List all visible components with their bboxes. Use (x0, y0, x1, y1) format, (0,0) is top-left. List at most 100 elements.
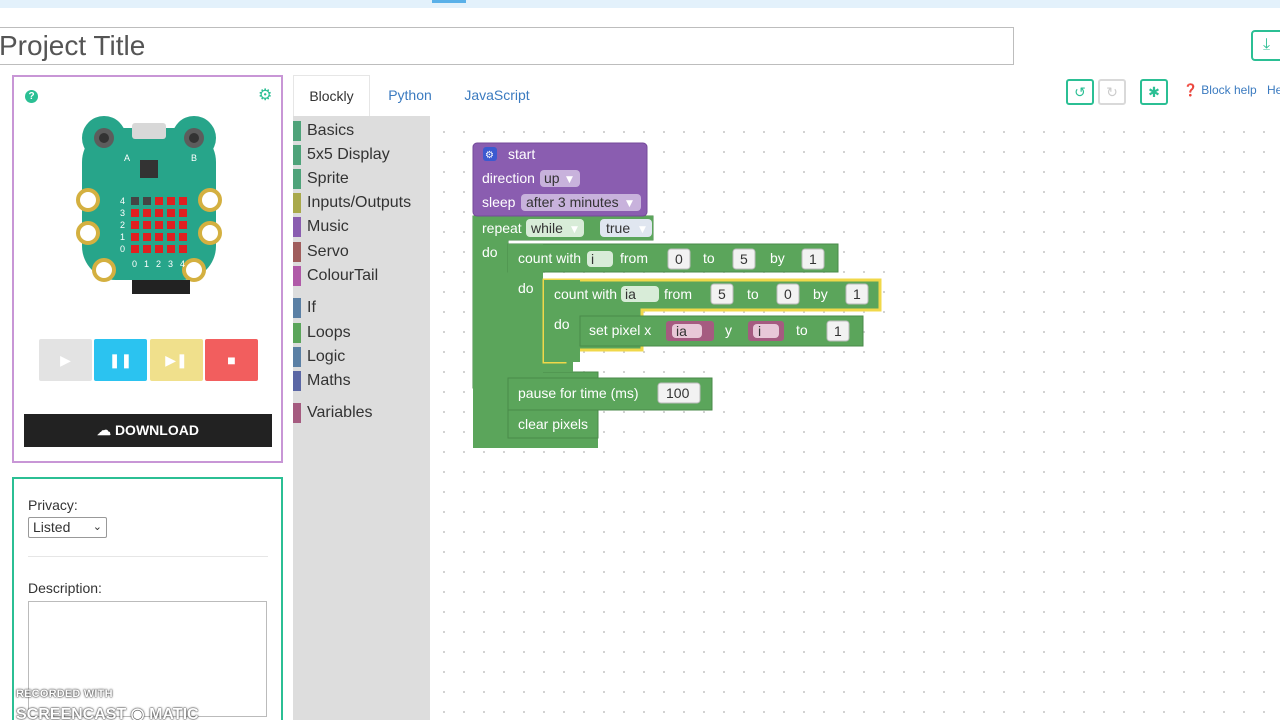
set-pixel-label: set pixel x (589, 322, 651, 338)
led-pixel (143, 245, 151, 253)
toolbox-music[interactable]: Music (293, 217, 349, 237)
gear-icon[interactable]: ⚙ (258, 87, 273, 104)
count-outer-var[interactable]: i (591, 251, 594, 267)
led-pixel (131, 233, 139, 241)
tab-blockly[interactable]: Blockly (293, 75, 370, 116)
svg-text:0: 0 (132, 259, 137, 269)
svg-text:to: to (747, 286, 759, 302)
project-title-input[interactable] (0, 27, 1014, 65)
undo-button[interactable]: ↺ (1066, 79, 1094, 105)
direction-dropdown[interactable]: up (544, 170, 560, 186)
play-button[interactable]: ▶ (39, 339, 92, 381)
svg-text:1: 1 (144, 259, 149, 269)
svg-text:do: do (518, 280, 534, 296)
toolbox-basics[interactable]: Basics (293, 121, 354, 141)
privacy-select[interactable]: Listed ⌄ (28, 517, 107, 538)
pause-label: pause for time (ms) (518, 385, 639, 401)
count-outer-to[interactable]: 5 (740, 251, 748, 267)
svg-text:do: do (554, 316, 570, 332)
led-pixel (167, 209, 175, 217)
description-textarea[interactable] (28, 601, 267, 717)
led-column-labels: 0 1 2 3 4 (132, 259, 185, 269)
device-simulator[interactable]: A B 4 3 2 1 0 0 1 2 3 4 (76, 112, 222, 297)
svg-text:4: 4 (120, 196, 125, 206)
set-pixel-x-var[interactable]: ia (676, 323, 687, 339)
count-inner-by[interactable]: 1 (853, 286, 861, 302)
led-pixel (131, 221, 139, 229)
toolbox-variables[interactable]: Variables (293, 403, 373, 423)
svg-text:1: 1 (120, 232, 125, 242)
download-button[interactable]: ☁ DOWNLOAD (24, 414, 272, 447)
count-inner-var[interactable]: ia (625, 286, 636, 302)
blockly-workspace[interactable]: repeat while ▼ true ▼ do count with i fr… (430, 116, 1280, 720)
led-pixel (167, 233, 175, 241)
stop-button[interactable]: ■ (205, 339, 258, 381)
top-nav-bar (0, 0, 1280, 8)
privacy-value: Listed (33, 519, 71, 535)
help-icon[interactable]: ? (25, 90, 38, 103)
debug-button[interactable]: ✱ (1140, 79, 1168, 105)
simulator-panel: ? ⚙ A B 4 3 2 1 0 0 (12, 75, 283, 463)
count-outer-by[interactable]: 1 (809, 251, 817, 267)
toolbox-maths[interactable]: Maths (293, 371, 351, 391)
svg-text:to: to (796, 322, 808, 338)
toolbox-sprite[interactable]: Sprite (293, 169, 349, 189)
toolbox-inputs-outputs[interactable]: Inputs/Outputs (293, 193, 411, 213)
count-outer-from[interactable]: 0 (675, 251, 683, 267)
description-label: Description: (28, 580, 102, 596)
toolbox-logic[interactable]: Logic (293, 347, 345, 367)
led-pixel (155, 197, 163, 205)
sleep-dropdown[interactable]: after 3 minutes (526, 194, 619, 210)
pause-button[interactable]: ❚❚ (94, 339, 147, 381)
pause-value[interactable]: 100 (666, 385, 690, 401)
toolbox-colourtail[interactable]: ColourTail (293, 266, 378, 286)
set-pixel-to[interactable]: 1 (834, 323, 842, 339)
svg-text:by: by (813, 286, 828, 302)
led-pixel (155, 221, 163, 229)
repeat-do-label: do (482, 244, 498, 260)
led-pixel (131, 209, 139, 217)
help-link[interactable]: He (1267, 83, 1280, 97)
count-inner-from[interactable]: 5 (718, 286, 726, 302)
chevron-down-icon: ⌄ (92, 521, 102, 533)
set-pixel-y-var[interactable]: i (758, 323, 761, 339)
svg-text:3: 3 (168, 259, 173, 269)
svg-text:2: 2 (120, 220, 125, 230)
save-project-button[interactable]: ⤓ (1251, 30, 1280, 61)
tab-javascript[interactable]: JavaScript (464, 87, 530, 103)
repeat-mode-dropdown[interactable]: while (530, 220, 563, 236)
svg-text:▼: ▼ (571, 225, 578, 235)
svg-text:y: y (725, 322, 732, 338)
step-button[interactable]: ▶❚ (150, 339, 203, 381)
led-pixel (179, 221, 187, 229)
led-pixel (131, 245, 139, 253)
count-outer-label: count with (518, 250, 581, 266)
repeat-condition-dropdown[interactable]: true (606, 220, 630, 236)
set-pixel-block[interactable]: set pixel x ia y i to 1 (579, 315, 864, 347)
svg-text:2: 2 (156, 259, 161, 269)
toolbox-if[interactable]: If (293, 298, 316, 318)
svg-text:▼: ▼ (639, 225, 646, 235)
button-a-label: A (124, 153, 130, 163)
repeat-block[interactable]: repeat while ▼ true ▼ do (472, 215, 654, 448)
divider (28, 556, 268, 557)
repeat-label: repeat (482, 220, 522, 236)
question-circle-icon: ❓ (1183, 83, 1198, 97)
watermark-line1: RECORDED WITH (16, 688, 113, 700)
svg-text:by: by (770, 250, 785, 266)
led-pixel (143, 197, 151, 205)
undo-icon: ↺ (1074, 84, 1086, 100)
top-nav-active-indicator (432, 0, 466, 3)
start-block[interactable]: ⚙ start direction up ▼ sleep after 3 min… (472, 142, 648, 217)
led-row-labels: 4 3 2 1 0 (120, 196, 125, 254)
clear-pixels-block[interactable]: clear pixels (507, 409, 599, 439)
pause-block[interactable]: pause for time (ms) 100 (507, 377, 713, 411)
tab-python[interactable]: Python (388, 87, 432, 103)
toolbox-servo[interactable]: Servo (293, 242, 349, 262)
redo-button[interactable]: ↻ (1098, 79, 1126, 105)
count-inner-to[interactable]: 0 (784, 286, 792, 302)
toolbox-loops[interactable]: Loops (293, 323, 351, 343)
block-help-link[interactable]: ❓ Block help (1183, 83, 1257, 97)
block-toolbox: Basics 5x5 Display Sprite Inputs/Outputs… (293, 116, 430, 720)
toolbox-5x5-display[interactable]: 5x5 Display (293, 145, 390, 165)
